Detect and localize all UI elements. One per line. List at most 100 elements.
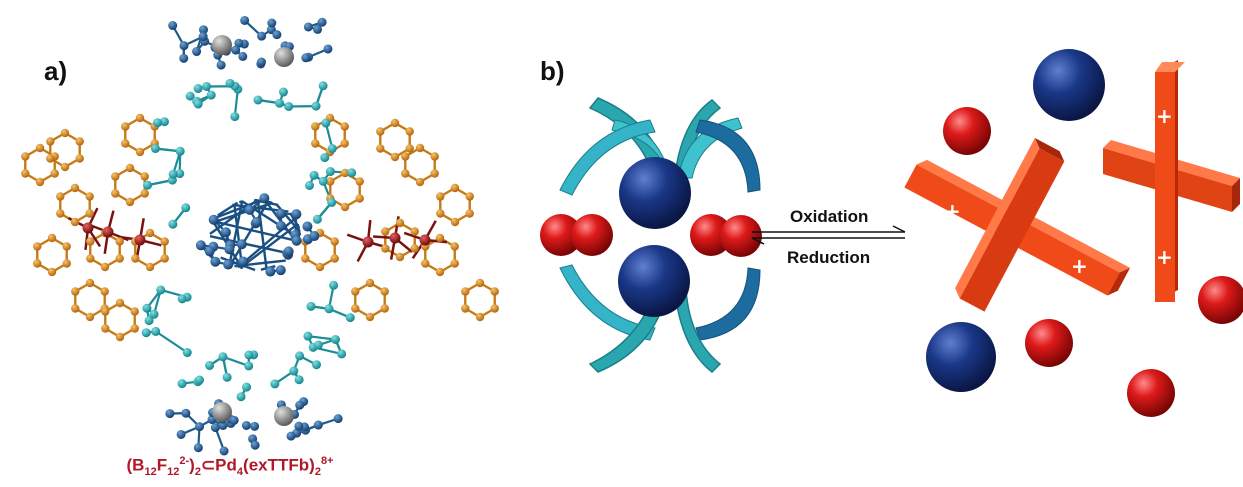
ttf-atom: [219, 446, 229, 456]
carbon-atom: [140, 189, 149, 198]
ttf-atom: [231, 45, 241, 55]
ttf-atom: [294, 421, 304, 431]
boron-atom: [210, 256, 221, 267]
linker-atom: [181, 203, 191, 213]
linker-atom: [230, 112, 240, 122]
carbon-atom: [56, 192, 65, 201]
carbon-atom: [340, 122, 349, 131]
ttf-atom: [216, 60, 226, 70]
carbon-atom: [436, 192, 445, 201]
ttf-atom: [286, 431, 296, 441]
linker-atom: [284, 101, 294, 111]
linker-atom: [312, 360, 322, 370]
carbon-atom: [101, 324, 110, 333]
carbon-atom: [115, 298, 125, 308]
ttf-atom: [313, 24, 323, 34]
linker-atom: [194, 375, 204, 385]
linker-atom: [218, 352, 228, 362]
carbon-atom: [430, 169, 439, 178]
carbon-atom: [70, 183, 80, 193]
linker-atom: [242, 382, 252, 392]
linker-atom: [309, 170, 319, 180]
ttf-atom: [165, 409, 175, 419]
carbon-atom: [351, 287, 360, 296]
boron-atom: [224, 244, 235, 255]
carbon-atom: [21, 169, 30, 178]
carbon-atom: [311, 122, 320, 131]
carbon-atom: [85, 278, 95, 288]
carbon-atom: [355, 177, 364, 186]
ttf-atom: [333, 414, 343, 424]
palladium-atom: [82, 222, 94, 234]
caption-fragment: 2-: [179, 455, 190, 467]
carbon-atom: [390, 118, 400, 128]
carbon-atom: [71, 287, 80, 296]
carbon-atom: [60, 162, 70, 172]
linker-atom: [294, 375, 304, 385]
boron-atom: [195, 240, 206, 251]
linker-atom: [159, 117, 169, 127]
carbon-atom: [100, 262, 110, 272]
carbon-atom: [56, 209, 65, 218]
linker-atom: [275, 98, 285, 108]
carbon-atom: [145, 228, 155, 238]
linker-atom: [337, 349, 347, 359]
carbon-atom: [376, 144, 385, 153]
carbon-atom: [436, 209, 445, 218]
linker-atom: [253, 95, 263, 105]
linker-atom: [329, 280, 339, 290]
boron-atom: [265, 266, 276, 277]
carbon-atom: [47, 267, 57, 277]
guest-ball-lower: [618, 245, 690, 317]
carbon-atom: [330, 254, 339, 263]
boron-atom: [244, 204, 255, 215]
carbon-atom: [85, 192, 94, 201]
ttf-atom: [303, 22, 313, 32]
linker-atom: [306, 301, 316, 311]
carbon-atom: [86, 254, 95, 263]
linker-atom: [151, 326, 161, 336]
free-anion-ball: [1198, 276, 1243, 324]
ttf-atom: [240, 15, 250, 25]
free-anion-ball: [1127, 369, 1175, 417]
boron-atom: [251, 217, 262, 228]
ttf-atom: [210, 423, 220, 433]
linker-atom: [345, 313, 355, 323]
carbon-atom: [365, 312, 375, 322]
ttf-atom: [229, 415, 239, 425]
carbon-atom: [125, 197, 135, 207]
sulfur-atom: [274, 406, 294, 426]
carbon-atom: [435, 233, 445, 243]
carbon-atom: [101, 307, 110, 316]
carbon-atom: [46, 137, 55, 146]
caption-fragment: ⊂Pd: [200, 455, 237, 475]
carbon-atom: [390, 152, 400, 162]
guest-ball-upper: [619, 157, 691, 229]
ttf-atom: [256, 57, 266, 67]
caption-fragment: 12: [167, 466, 180, 479]
carbon-atom: [410, 227, 419, 236]
carbon-atom: [115, 254, 124, 263]
caption-fragment: 8+: [320, 455, 334, 467]
carbon-atom: [365, 278, 375, 288]
carbon-atom: [450, 259, 459, 268]
linker-atom: [202, 81, 212, 91]
linker-atom: [193, 84, 203, 94]
linker-atom: [244, 350, 254, 360]
carbon-atom: [490, 287, 499, 296]
ttf-atom: [179, 53, 189, 63]
boron-atom: [208, 214, 219, 225]
panel-b-label: b): [540, 56, 565, 86]
anion-ball: [690, 214, 732, 256]
sulfur-atom: [212, 402, 232, 422]
cage-crystal-structure: [21, 15, 499, 456]
linker-atom: [289, 366, 299, 376]
boron-atom: [223, 259, 234, 270]
linker-atom: [312, 214, 322, 224]
carbon-atom: [85, 312, 95, 322]
linker-atom: [225, 78, 235, 88]
free-guest-ball: [926, 322, 996, 392]
boron-atom: [291, 209, 302, 220]
carbon-atom: [465, 192, 474, 201]
